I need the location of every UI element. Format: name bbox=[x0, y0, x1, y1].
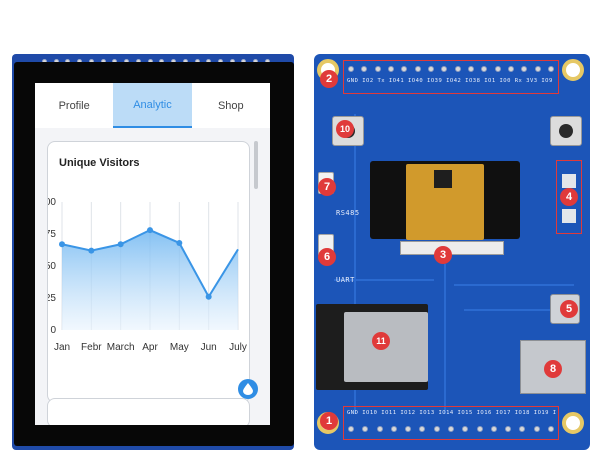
water-drop-icon bbox=[243, 383, 253, 395]
y-tick-label: 25 bbox=[48, 293, 56, 304]
mount-hole bbox=[562, 412, 584, 434]
fab-button[interactable] bbox=[238, 379, 258, 399]
trace bbox=[464, 309, 554, 311]
callout-6: 6 bbox=[318, 248, 336, 266]
x-tick-label: Jun bbox=[201, 342, 217, 353]
data-point-jun bbox=[205, 293, 212, 300]
x-tick-label: Apr bbox=[142, 342, 158, 353]
y-tick-label: 50 bbox=[48, 261, 56, 272]
area-fill bbox=[62, 230, 238, 330]
bottom-header-silk: GND IO10 IO11 IO12 IO13 IO14 IO15 IO16 I… bbox=[347, 410, 557, 416]
scrollbar[interactable] bbox=[254, 141, 258, 189]
bottom-header-pins bbox=[348, 426, 554, 432]
data-point-febr bbox=[88, 247, 95, 254]
trace bbox=[444, 264, 446, 414]
callout-2: 2 bbox=[320, 70, 338, 88]
fpc-connector bbox=[400, 241, 504, 255]
y-tick-label: 100 bbox=[48, 197, 56, 208]
led-box bbox=[556, 160, 582, 234]
sd-card-slot[interactable] bbox=[520, 340, 586, 394]
mount-hole bbox=[562, 59, 584, 81]
driver-chip bbox=[434, 170, 452, 188]
callout-7: 7 bbox=[318, 178, 336, 196]
button-9-cap[interactable] bbox=[559, 124, 573, 138]
rs485-label: RS485 bbox=[336, 209, 360, 217]
x-tick-label: Febr bbox=[81, 342, 102, 353]
x-tick-label: May bbox=[170, 342, 189, 353]
callout-3: 3 bbox=[434, 246, 452, 264]
data-point-march bbox=[117, 241, 124, 248]
trace bbox=[354, 114, 356, 414]
controller-pcb: GND IO2 Tx IO41 IO40 IO39 IO42 IO38 IO1 … bbox=[314, 54, 590, 450]
trace bbox=[454, 284, 574, 286]
data-point-jan bbox=[59, 241, 65, 248]
bottom-header-box bbox=[343, 406, 559, 440]
top-header-silk: GND IO2 Tx IO41 IO40 IO39 IO42 IO38 IO1 … bbox=[347, 78, 557, 84]
second-card bbox=[47, 398, 250, 425]
tab-analytic[interactable]: Analytic bbox=[113, 83, 192, 128]
tab-profile[interactable]: Profile bbox=[58, 99, 90, 112]
callout-1: 1 bbox=[320, 412, 338, 430]
callout-10: 10 bbox=[336, 120, 354, 138]
data-point-apr bbox=[147, 227, 153, 234]
y-tick-label: 75 bbox=[48, 229, 56, 240]
visitors-card: Unique Visitors 100 75 50 25 0 Jan Febr March A… bbox=[47, 141, 250, 403]
callout-4: 4 bbox=[560, 188, 578, 206]
x-tick-label: March bbox=[107, 342, 135, 353]
trace bbox=[334, 279, 434, 281]
tab-shop[interactable]: Shop bbox=[217, 99, 244, 112]
uart-label: UART bbox=[336, 276, 355, 284]
visitors-chart: 100 75 50 25 0 Jan Febr March Apr May Jun July bbox=[48, 197, 247, 353]
data-point-may bbox=[176, 239, 183, 246]
x-tick-label: July bbox=[229, 342, 247, 353]
x-tick-label: Jan bbox=[54, 342, 70, 353]
tab-bar: Profile Analytic Shop bbox=[35, 83, 270, 128]
top-header-box bbox=[343, 60, 559, 94]
lcd-screen: Profile Analytic Shop Unique Visitors 10… bbox=[35, 83, 270, 425]
callout-5: 5 bbox=[560, 300, 578, 318]
led bbox=[562, 209, 576, 223]
callout-8: 8 bbox=[544, 360, 562, 378]
y-tick-label: 0 bbox=[50, 325, 56, 336]
top-header-pins bbox=[348, 66, 554, 72]
card-title: Unique Visitors bbox=[59, 157, 140, 169]
callout-11: 11 bbox=[372, 332, 390, 350]
led bbox=[562, 174, 576, 188]
